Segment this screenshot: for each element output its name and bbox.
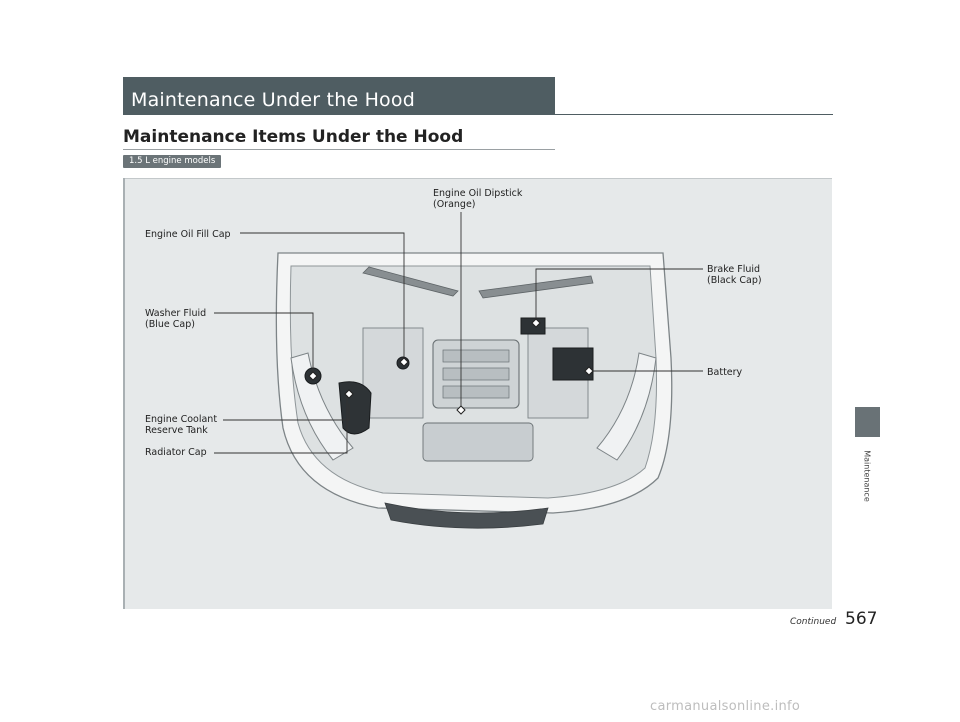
section-title: Maintenance Under the Hood (131, 89, 415, 111)
callout-dipstick-line1: Engine Oil Dipstick (433, 188, 523, 199)
callout-coolant-tank: Engine Coolant Reserve Tank (145, 414, 217, 436)
figure-left-edge (123, 178, 125, 609)
subsection-rule (123, 149, 555, 150)
engine-bay-figure (123, 178, 832, 609)
callout-washer-line1: Washer Fluid (145, 308, 207, 319)
chapter-tab-label: Maintenance (850, 436, 884, 516)
radiator-cap-marker (344, 389, 354, 399)
engine-bay-illustration (214, 212, 703, 529)
battery-marker (584, 366, 594, 376)
oil-fill-cap-leader (240, 232, 405, 363)
callout-markers (308, 318, 594, 415)
callout-brake-fluid: Brake Fluid (Black Cap) (707, 264, 762, 286)
coolant-tank-shape (338, 381, 372, 435)
figure-top-edge (123, 178, 832, 179)
callout-radiator-cap: Radiator Cap (145, 447, 207, 458)
page-number: 567 (845, 609, 878, 629)
radiator-cap-leader (214, 393, 348, 454)
callout-oil-fill-cap: Engine Oil Fill Cap (145, 229, 231, 240)
washer-fluid-marker (308, 371, 318, 381)
watermark: carmanualsonline.info (650, 699, 801, 714)
callout-brake-line1: Brake Fluid (707, 264, 761, 275)
callout-battery: Battery (707, 367, 743, 378)
callout-dipstick: Engine Oil Dipstick (Orange) (433, 188, 522, 210)
engine-model-badge: 1.5 L engine models (123, 155, 222, 168)
subsection-title: Maintenance Items Under the Hood (123, 127, 464, 147)
coolant-leader (223, 404, 350, 421)
chapter-tab-text: Maintenance (862, 450, 872, 502)
callout-washer-line2: (Blue Cap) (145, 319, 195, 330)
washer-fluid-leader (214, 312, 314, 376)
battery-shape (552, 347, 594, 381)
section-banner (123, 77, 555, 115)
callout-brake-line2: (Black Cap) (707, 275, 762, 286)
brake-fluid-leader (535, 268, 703, 323)
oil-fill-cap-marker (399, 357, 409, 367)
section-rule (555, 114, 833, 115)
continued-note: Continued (790, 617, 837, 627)
leader-lines (214, 212, 703, 454)
chapter-tab (855, 407, 880, 437)
brake-fluid-marker (531, 318, 541, 328)
brake-reservoir-shape (520, 317, 546, 335)
callout-coolant-line1: Engine Coolant (145, 414, 218, 425)
callout-washer-fluid: Washer Fluid (Blue Cap) (145, 308, 206, 330)
callout-coolant-line2: Reserve Tank (145, 425, 208, 436)
dipstick-marker (456, 405, 466, 415)
callout-dipstick-line2: (Orange) (433, 199, 476, 210)
